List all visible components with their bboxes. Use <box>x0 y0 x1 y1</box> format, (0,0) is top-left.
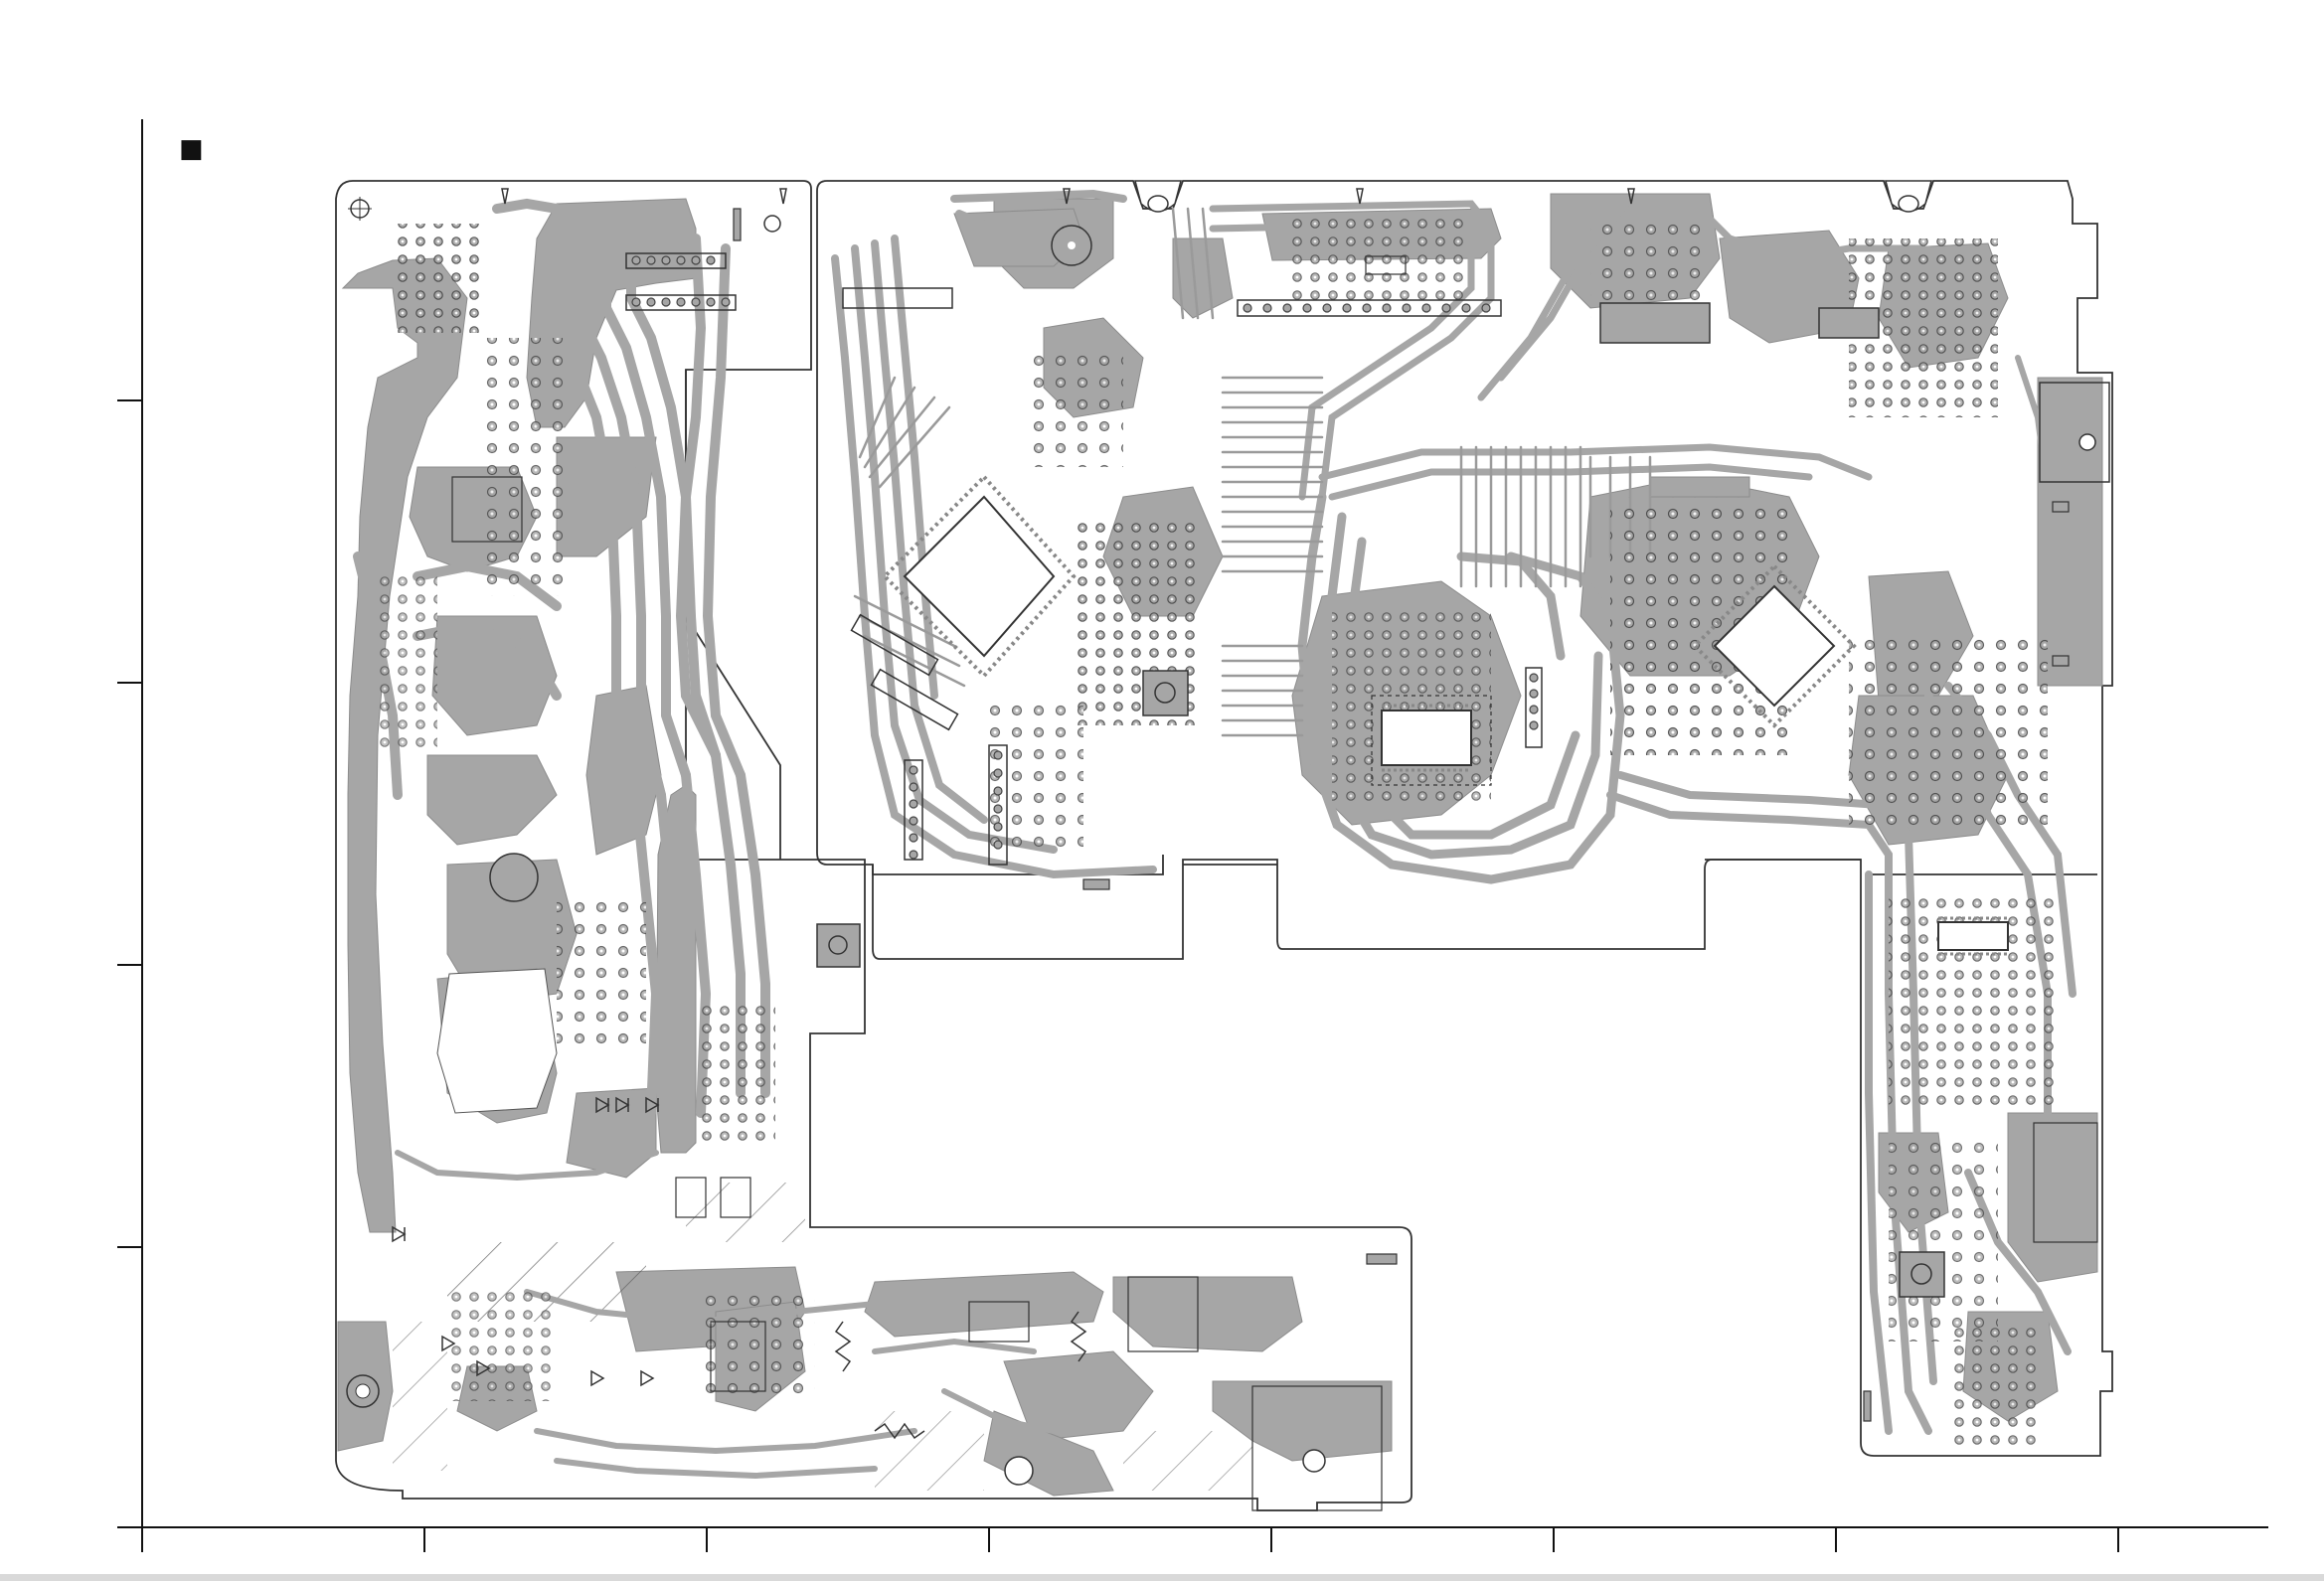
section-marker: ■ <box>179 134 204 164</box>
mounting-hole-bottom-center <box>1005 1457 1033 1485</box>
square-pad-center <box>1143 671 1188 715</box>
square-pad-right <box>1900 1252 1944 1297</box>
frame-column-ticks <box>142 1527 2118 1552</box>
mounting-hole-bottom-right <box>1303 1450 1325 1472</box>
ic-sop-right-lower <box>1938 918 2008 954</box>
mounting-hole-left <box>490 854 538 901</box>
reference-hole-top <box>764 216 780 232</box>
square-pad-left <box>817 924 860 967</box>
page-bottom-strip <box>0 1574 2324 1581</box>
ic-sop-center <box>1382 706 1471 770</box>
frame-row-ticks <box>117 400 142 1247</box>
mounting-hole-right <box>2079 434 2095 450</box>
